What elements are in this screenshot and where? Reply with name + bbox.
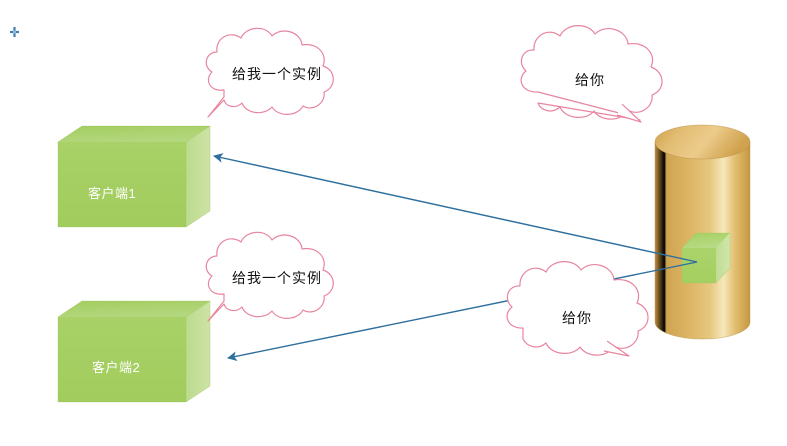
speech-bubble-request-1 (205, 27, 334, 118)
client2-label: 客户端2 (92, 360, 141, 375)
speech-bubble-request-1-text: 给我一个实例 (232, 66, 322, 82)
plus-marker-icon (10, 27, 19, 37)
speech-bubble-response-2-text: 给你 (562, 310, 592, 326)
client1-label: 客户端1 (88, 186, 137, 201)
speech-bubble-response-1-text: 给你 (575, 72, 605, 88)
arrow-server-to-client1 (213, 153, 698, 263)
client1-cube[interactable] (57, 125, 211, 228)
speech-bubble-response-1 (520, 25, 663, 123)
speech-bubble-request-2-text: 给我一个实例 (232, 270, 322, 286)
speech-bubble-request-2 (205, 231, 334, 322)
server-cylinder[interactable] (654, 124, 751, 340)
speech-bubble-response-2 (506, 261, 649, 357)
client2-cube[interactable] (57, 300, 211, 403)
instance-cube[interactable] (681, 232, 731, 284)
arrow-server-to-client2 (227, 261, 698, 362)
